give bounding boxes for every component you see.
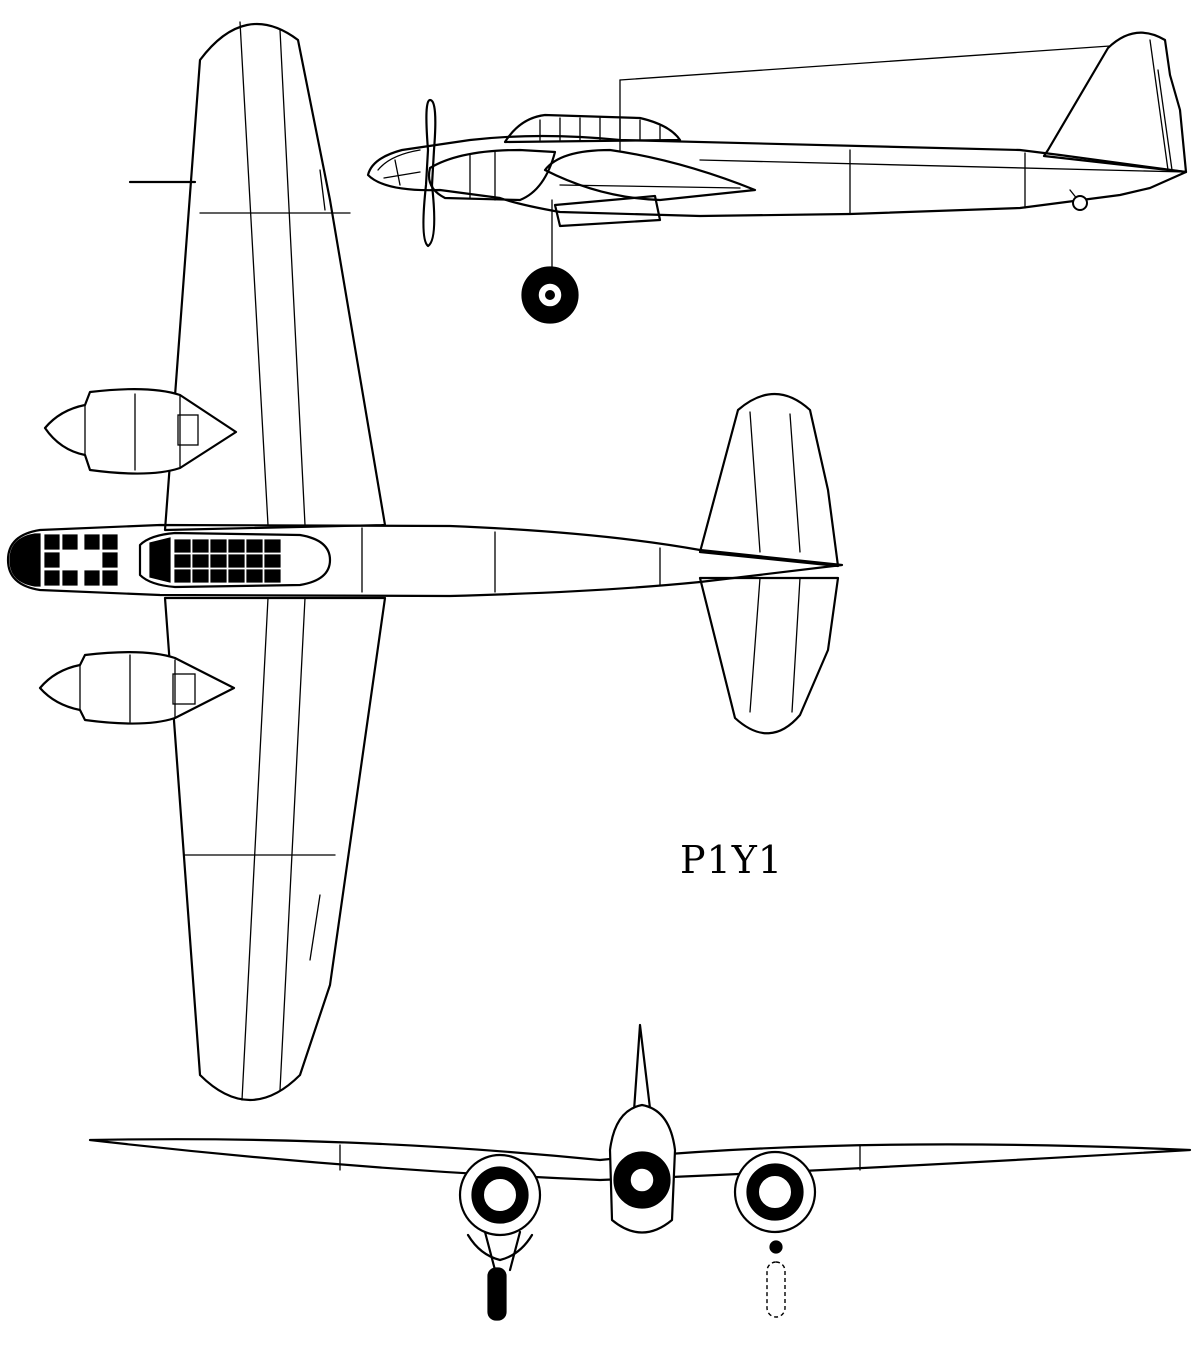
canopy-framing <box>149 537 281 583</box>
aircraft-designation: P1Y1 <box>680 838 784 882</box>
side-view <box>366 31 1188 324</box>
plan-view <box>6 21 844 1102</box>
front-view <box>88 1023 1192 1321</box>
nose-glazing-grid <box>44 534 118 586</box>
